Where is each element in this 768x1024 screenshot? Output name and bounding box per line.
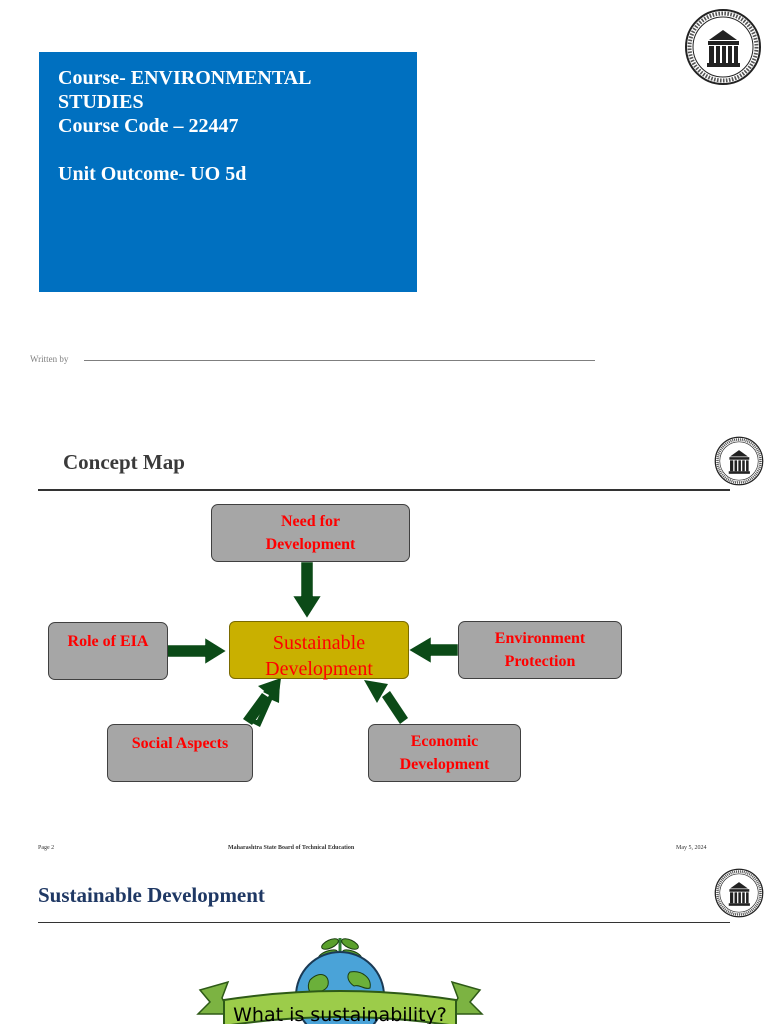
arrow-need-to-center [293, 562, 321, 618]
arrow-environment-to-center [409, 637, 458, 663]
node-sustainable-development: Sustainable Development [229, 621, 409, 679]
footer-date: May 5, 2024 [676, 845, 707, 851]
banner-text: What is sustainability? [233, 1004, 447, 1024]
node-role-of-eia: Role of EIA [48, 622, 168, 680]
node-economic-development: Economic Development [368, 724, 521, 782]
footer-page-number: Page 2 [38, 845, 54, 851]
center-node-label: Sustainable Development [249, 630, 389, 682]
node-environment-label: Environment Protection [480, 627, 600, 673]
arrow-economic-to-center [382, 691, 408, 724]
node-eia-label: Role of EIA [68, 630, 149, 653]
node-need-for-development: Need for Development [211, 504, 410, 562]
node-environment-protection: Environment Protection [458, 621, 622, 679]
arrow-eia-to-center [167, 638, 226, 664]
footer-organization: Maharashtra State Board of Technical Edu… [228, 845, 354, 851]
sustainability-illustration: What is sustainability? [180, 930, 500, 1024]
node-social-aspects: Social Aspects [107, 724, 253, 782]
sd-divider [38, 922, 730, 923]
sustainable-development-title: Sustainable Development [38, 883, 265, 908]
node-social-label: Social Aspects [132, 732, 228, 755]
node-economic-label: Economic Development [385, 730, 505, 776]
msbte-logo-icon-small-2 [714, 868, 764, 918]
node-need-label: Need for Development [251, 510, 371, 556]
